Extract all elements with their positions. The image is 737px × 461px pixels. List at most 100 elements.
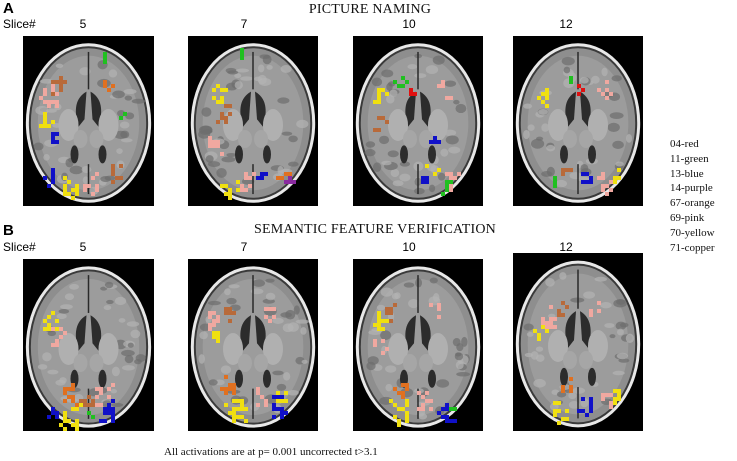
activation-voxel-blue — [111, 407, 115, 411]
activation-voxel-pink — [240, 184, 244, 188]
activation-voxel-green — [401, 76, 405, 80]
activation-voxel-blue — [272, 415, 276, 419]
activation-voxel-pink — [47, 104, 51, 108]
activation-voxel-pink — [601, 397, 605, 401]
legend-item-pink: 69-pink — [670, 211, 705, 224]
activation-voxel-pink — [609, 393, 613, 397]
activation-voxel-green — [449, 407, 453, 411]
activation-voxel-copper — [63, 80, 67, 84]
activation-voxel-green — [397, 84, 401, 88]
activation-voxel-copper — [565, 305, 569, 309]
activation-voxel-red — [581, 88, 585, 92]
activation-voxel-blue — [433, 140, 437, 144]
activation-voxel-yellow — [377, 323, 381, 327]
activation-voxel-blue — [421, 176, 425, 180]
activation-voxel-pink — [601, 172, 605, 176]
activation-voxel-orange — [71, 387, 75, 391]
activation-voxel-blue — [280, 395, 284, 399]
activation-voxel-orange — [232, 387, 236, 391]
activation-voxel-pink — [83, 188, 87, 192]
activation-voxel-yellow — [216, 335, 220, 339]
activation-voxel-orange — [224, 375, 228, 379]
activation-voxel-pink — [609, 405, 613, 409]
activation-voxel-pink — [437, 84, 441, 88]
activation-voxel-copper — [561, 313, 565, 317]
activation-voxel-pink — [208, 311, 212, 315]
activation-voxel-pink — [95, 188, 99, 192]
activation-voxel-yellow — [240, 399, 244, 403]
activation-voxel-pink — [272, 315, 276, 319]
activation-voxel-copper — [111, 172, 115, 176]
activation-voxel-yellow — [228, 192, 232, 196]
activation-voxel-yellow — [240, 403, 244, 407]
activation-voxel-copper — [79, 399, 83, 403]
activation-voxel-orange — [63, 399, 67, 403]
activation-voxel-pink — [609, 188, 613, 192]
activation-voxel-pink — [601, 92, 605, 96]
activation-voxel-pink — [107, 395, 111, 399]
activation-voxel-yellow — [67, 180, 71, 184]
activation-voxel-orange — [228, 387, 232, 391]
activation-voxel-yellow — [244, 407, 248, 411]
activation-voxel-pink — [385, 347, 389, 351]
activation-voxel-pink — [441, 84, 445, 88]
activation-voxel-orange — [288, 172, 292, 176]
activation-voxel-green — [445, 188, 449, 192]
slice-image — [25, 266, 152, 431]
slice-image — [190, 266, 316, 428]
activation-voxel-yellow — [216, 331, 220, 335]
activation-voxel-copper — [119, 176, 123, 180]
activation-voxel-blue — [256, 176, 260, 180]
activation-voxel-copper — [87, 403, 91, 407]
activation-voxel-orange — [405, 387, 409, 391]
activation-voxel-orange — [569, 389, 573, 393]
activation-voxel-copper — [389, 307, 393, 311]
activation-voxel-copper — [377, 128, 381, 132]
activation-voxel-pink — [212, 323, 216, 327]
activation-voxel-yellow — [541, 92, 545, 96]
activation-voxel-blue — [103, 407, 107, 411]
activation-voxel-yellow — [373, 100, 377, 104]
panel-b-title: SEMANTIC FEATURE VERIFICATION — [254, 222, 496, 237]
activation-voxel-yellow — [39, 124, 43, 128]
activation-voxel-pink — [55, 104, 59, 108]
activation-voxel-yellow — [232, 419, 236, 423]
activation-voxel-yellow — [617, 168, 621, 172]
activation-voxel-orange — [276, 176, 280, 180]
activation-voxel-pink — [256, 391, 260, 395]
activation-voxel-purple — [284, 180, 288, 184]
activation-voxel-yellow — [232, 407, 236, 411]
activation-voxel-pink — [208, 144, 212, 148]
activation-voxel-yellow — [377, 311, 381, 315]
activation-voxel-green — [103, 60, 107, 64]
panel-b-slice-5: 5 — [79, 240, 87, 254]
activation-voxel-blue — [581, 180, 585, 184]
activation-voxel-orange — [103, 84, 107, 88]
activation-voxel-copper — [224, 307, 228, 311]
panel-a-slice-5: 5 — [79, 17, 87, 31]
activation-voxel-pink — [264, 399, 268, 403]
activation-voxel-yellow — [553, 413, 557, 417]
activation-voxel-yellow — [47, 327, 51, 331]
activation-voxel-red — [577, 84, 581, 88]
activation-voxel-purple — [288, 180, 292, 184]
activation-voxel-blue — [260, 176, 264, 180]
activation-voxel-yellow — [63, 188, 67, 192]
activation-voxel-pink — [597, 309, 601, 313]
activation-voxel-blue — [272, 407, 276, 411]
activation-voxel-blue — [585, 172, 589, 176]
activation-voxel-yellow — [553, 409, 557, 413]
activation-voxel-pink — [216, 140, 220, 144]
activation-voxel-yellow — [553, 401, 557, 405]
activation-voxel-blue — [581, 397, 585, 401]
activation-voxel-red — [577, 92, 581, 96]
activation-voxel-green — [123, 112, 127, 116]
activation-voxel-yellow — [381, 88, 385, 92]
activation-voxel-orange — [232, 391, 236, 395]
activation-voxel-pink — [609, 92, 613, 96]
activation-voxel-orange — [71, 395, 75, 399]
activation-voxel-pink — [51, 84, 55, 88]
activation-voxel-yellow — [63, 415, 67, 419]
activation-voxel-yellow — [220, 100, 224, 104]
activation-voxel-yellow — [220, 88, 224, 92]
